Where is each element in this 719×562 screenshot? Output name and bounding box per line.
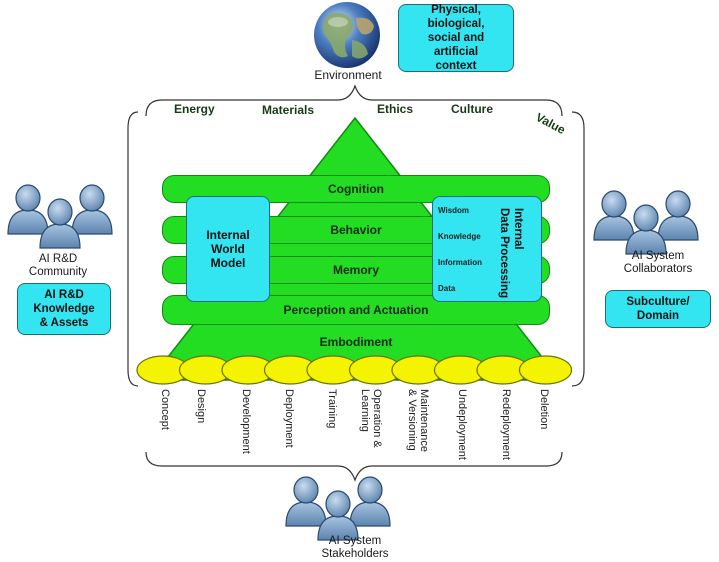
stage-training: Training — [326, 389, 338, 429]
embodiment-label: Embodiment — [319, 335, 393, 349]
stage-deployment: Deployment — [283, 389, 295, 448]
stage-deletion: Deletion — [538, 389, 550, 430]
stage-redeployment: Redeployment — [500, 389, 512, 460]
rnd-assets-line-3: & Assets — [39, 317, 89, 329]
context-box: Physical, biological, social and artific… — [398, 4, 514, 72]
lifecycle-stages — [136, 355, 573, 385]
idp-title-line-1: Internal — [512, 208, 524, 250]
subculture-line-1: Subculture/ — [626, 296, 690, 308]
person-icon-back-left — [7, 184, 49, 235]
stage-concept: Concept — [159, 389, 171, 430]
iwm-line-2: World — [211, 242, 245, 256]
environment-label: Environment — [314, 68, 382, 82]
person-icon-front — [625, 204, 667, 255]
context-line-1: Physical, — [431, 4, 481, 16]
rnd-assets-line-2: Knowledge — [33, 303, 95, 315]
left-brace — [127, 111, 139, 387]
stage-maintenance-versioning: Maintenance & Versioning — [406, 389, 430, 452]
lifecycle-ellipse — [518, 355, 573, 385]
stakeholders-line-2: Stakeholders — [321, 548, 389, 560]
context-line-4: artificial — [433, 46, 479, 58]
idp-title: Internal Data Processing — [497, 208, 525, 298]
person-icon-back-right — [657, 190, 699, 241]
stage-operation-learning: Operation & Learning — [359, 389, 383, 448]
internal-data-processing-box — [432, 196, 542, 302]
stage-design: Design — [195, 389, 207, 424]
people-icon-collaborators — [593, 190, 699, 255]
context-line-5: context — [435, 60, 477, 72]
factor-culture: Culture — [451, 102, 493, 116]
collaborators-line-2: Collaborators — [623, 263, 693, 275]
collaborators-label: AI System Collaborators — [598, 250, 718, 276]
rnd-assets-line-1: AI R&D — [44, 289, 84, 301]
globe-icon — [314, 2, 380, 68]
person-icon-back-left — [285, 476, 327, 527]
iwm-line-3: Model — [210, 256, 246, 270]
factor-materials: Materials — [262, 103, 315, 117]
person-icon-back-left — [593, 190, 635, 241]
person-icon-back-right — [349, 476, 391, 527]
collaborators-line-1: AI System — [631, 250, 685, 262]
person-icon-front — [317, 490, 359, 541]
stakeholders-label: AI System Stakeholders — [300, 535, 410, 561]
community-line-1: AI R&D — [38, 253, 78, 265]
dikw-knowledge: Knowledge — [438, 232, 481, 241]
stage-undeployment: Undeployment — [456, 389, 468, 460]
dikw-wisdom: Wisdom — [438, 206, 470, 215]
top-brace — [145, 84, 563, 117]
community-label: AI R&D Community — [8, 253, 108, 279]
subculture-box: Subculture/ Domain — [605, 290, 711, 328]
iwm-line-1: Internal — [206, 228, 250, 242]
factor-ethics: Ethics — [377, 102, 414, 116]
behavior-label: Behavior — [330, 223, 382, 237]
memory-label: Memory — [332, 263, 379, 277]
stage-development: Development — [240, 389, 252, 454]
rnd-assets-box: AI R&D Knowledge & Assets — [17, 283, 111, 335]
context-line-3: social and — [427, 32, 485, 44]
stakeholders-line-1: AI System — [328, 535, 382, 547]
context-line-2: biological, — [427, 18, 485, 30]
factor-energy: Energy — [174, 102, 215, 116]
cognition-label: Cognition — [328, 182, 384, 196]
dikw-data: Data — [438, 284, 456, 293]
perception-label: Perception and Actuation — [283, 303, 429, 317]
person-icon-front — [39, 198, 81, 249]
dikw-information: Information — [438, 258, 482, 267]
people-icon-community — [7, 184, 113, 249]
internal-world-model-box: Internal World Model — [186, 196, 270, 302]
person-icon-back-right — [71, 184, 113, 235]
bottom-brace — [145, 451, 563, 482]
subculture-line-2: Domain — [636, 310, 680, 322]
right-brace — [571, 111, 585, 387]
idp-title-line-2: Data Processing — [498, 208, 510, 299]
people-icon-stakeholders — [285, 476, 391, 541]
community-line-2: Community — [28, 266, 88, 278]
